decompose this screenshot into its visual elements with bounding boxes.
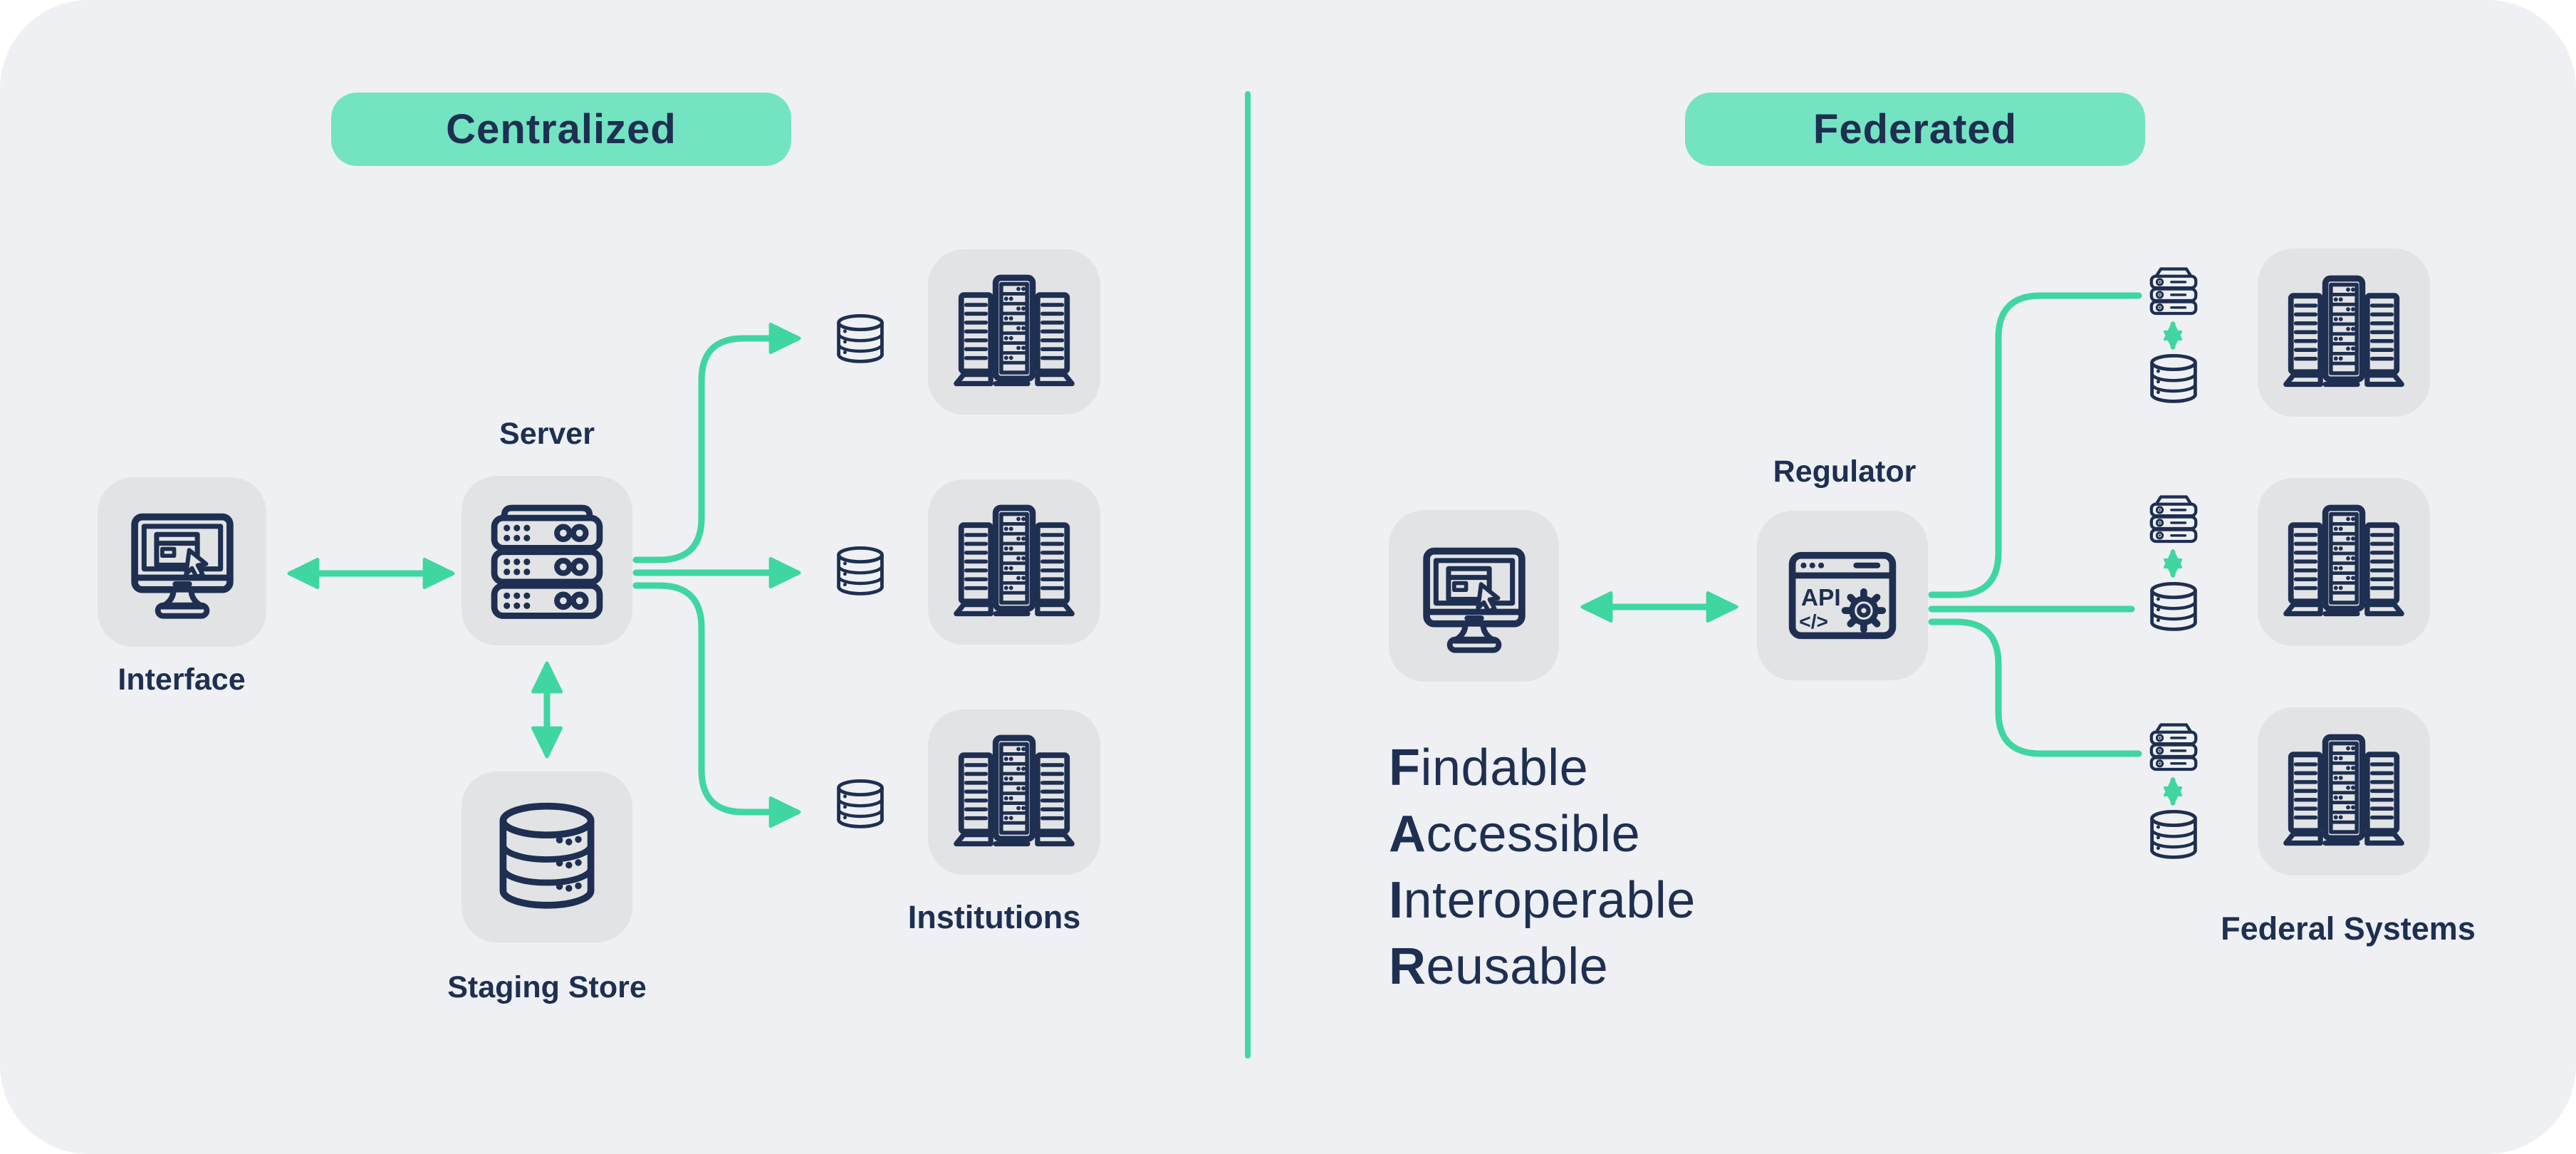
fair-line: Findable <box>1389 739 1589 796</box>
server-stack-icon <box>484 498 610 623</box>
data-center-icon <box>2276 728 2411 855</box>
server-small-icon <box>2146 718 2201 775</box>
institution-tile <box>928 249 1100 415</box>
federal-system-tile <box>2258 707 2430 875</box>
federated-client-tile <box>1389 510 1559 682</box>
monitor-cursor-icon <box>1412 534 1537 659</box>
federal-systems-label: Federal Systems <box>2221 910 2476 947</box>
server-institution-link-1 <box>632 323 801 563</box>
fair-line: Reusable <box>1389 938 1609 995</box>
gear-icon <box>1841 588 1887 633</box>
centralized-badge-label: Centralized <box>446 106 677 152</box>
server-small-icon <box>2146 262 2201 319</box>
centralized-section-badge: Centralized <box>331 93 791 166</box>
data-center-icon <box>947 269 1082 395</box>
database-small-icon <box>2145 578 2202 637</box>
database-small-icon <box>2145 806 2202 865</box>
regulator-label: Regulator <box>1773 454 1917 489</box>
server-institution-link-3 <box>632 582 801 828</box>
regulator-federal-link-1 <box>1928 292 2142 598</box>
federated-section-badge: Federated <box>1685 93 2145 166</box>
database-icon <box>484 794 610 920</box>
server-tile <box>462 476 632 645</box>
section-divider <box>1245 91 1251 1059</box>
data-center-icon <box>947 729 1082 856</box>
fair-principles-text: Findable Accessible Interoperable Reusab… <box>1389 735 1696 1000</box>
data-center-icon <box>2276 269 2411 396</box>
interface-label: Interface <box>118 662 246 697</box>
server-label: Server <box>499 417 595 451</box>
api-window-gear-icon: API </> <box>1788 551 1897 640</box>
federal-system-tile <box>2258 249 2430 417</box>
regulator-federal-link-3 <box>1928 618 2142 757</box>
fair-line: Accessible <box>1389 806 1641 863</box>
interface-tile <box>98 477 266 647</box>
federal-system-tile <box>2258 478 2430 646</box>
regulator-tile: API </> <box>1757 511 1928 680</box>
staging-store-tile <box>462 771 632 942</box>
database-small-icon <box>2145 350 2202 409</box>
monitor-cursor-icon <box>120 499 245 625</box>
database-small-icon <box>832 311 889 369</box>
database-small-icon <box>832 543 889 601</box>
server-small-icon <box>2146 490 2201 547</box>
data-center-icon <box>2276 499 2411 625</box>
institution-tile <box>928 479 1100 645</box>
code-bracket-text: </> <box>1799 610 1828 633</box>
federated-badge-label: Federated <box>1813 106 2018 152</box>
database-small-icon <box>832 776 889 834</box>
institution-tile <box>928 709 1100 875</box>
institutions-label: Institutions <box>907 899 1081 935</box>
data-center-icon <box>947 499 1082 625</box>
api-text: API <box>1801 585 1841 611</box>
staging-store-label: Staging Store <box>447 970 647 1004</box>
fair-line: Interoperable <box>1389 872 1696 929</box>
